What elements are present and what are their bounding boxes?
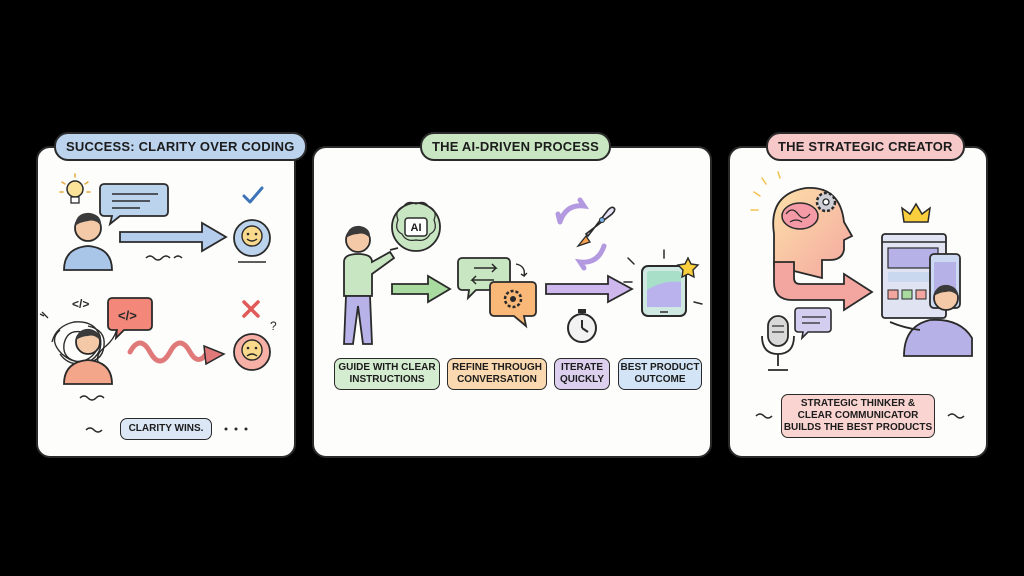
svg-text:?: ? xyxy=(270,319,277,333)
panel-strategic-creator-caption: STRATEGIC THINKER & CLEAR COMMUNICATOR B… xyxy=(781,394,935,438)
chat-bubble-icon xyxy=(99,183,169,227)
arrow-clear xyxy=(119,221,228,253)
arrow-confused xyxy=(127,340,209,364)
star-icon xyxy=(676,256,700,279)
gear-icon xyxy=(815,191,837,213)
panel-clarity-title: SUCCESS: CLARITY OVER CODING xyxy=(54,132,307,161)
arrow-step-1 xyxy=(391,274,452,304)
person-creator-icon xyxy=(889,284,973,357)
code-icon: </> xyxy=(107,297,153,341)
person-confused-icon xyxy=(63,328,113,385)
step-iterate: ITERATE QUICKLY xyxy=(554,358,610,390)
gear-icon xyxy=(489,281,537,329)
rocket-icon xyxy=(555,197,616,271)
arrow-to-product xyxy=(773,261,874,312)
person-communicator-icon xyxy=(63,212,113,271)
panel-strategic-creator-title: THE STRATEGIC CREATOR xyxy=(766,132,965,161)
stopwatch-icon xyxy=(567,309,597,343)
happy-user-icon xyxy=(233,219,271,263)
svg-text:</>: </> xyxy=(72,297,89,311)
microphone-icon xyxy=(761,315,795,371)
panel-clarity-caption: CLARITY WINS. xyxy=(120,418,212,440)
cross-icon xyxy=(242,300,260,318)
step-guide: GUIDE WITH CLEAR INSTRUCTIONS xyxy=(334,358,440,390)
thinker-head-icon xyxy=(750,171,854,280)
crown-icon xyxy=(901,202,931,223)
person-guide-icon xyxy=(343,225,399,345)
arrow-step-2 xyxy=(545,274,634,304)
sad-user-icon xyxy=(233,333,271,371)
lightbulb-icon xyxy=(59,173,91,204)
step-refine: REFINE THROUGH CONVERSATION xyxy=(447,358,547,390)
chat-bubble-icon xyxy=(794,307,832,341)
svg-text:</>: </> xyxy=(118,308,137,323)
ai-label: AI xyxy=(410,222,422,234)
check-icon xyxy=(242,186,264,204)
panel-ai-process-title: THE AI-DRIVEN PROCESS xyxy=(420,132,611,161)
brain-icon xyxy=(391,201,441,252)
step-outcome: BEST PRODUCT OUTCOME xyxy=(618,358,702,390)
tablet-icon xyxy=(623,249,703,317)
